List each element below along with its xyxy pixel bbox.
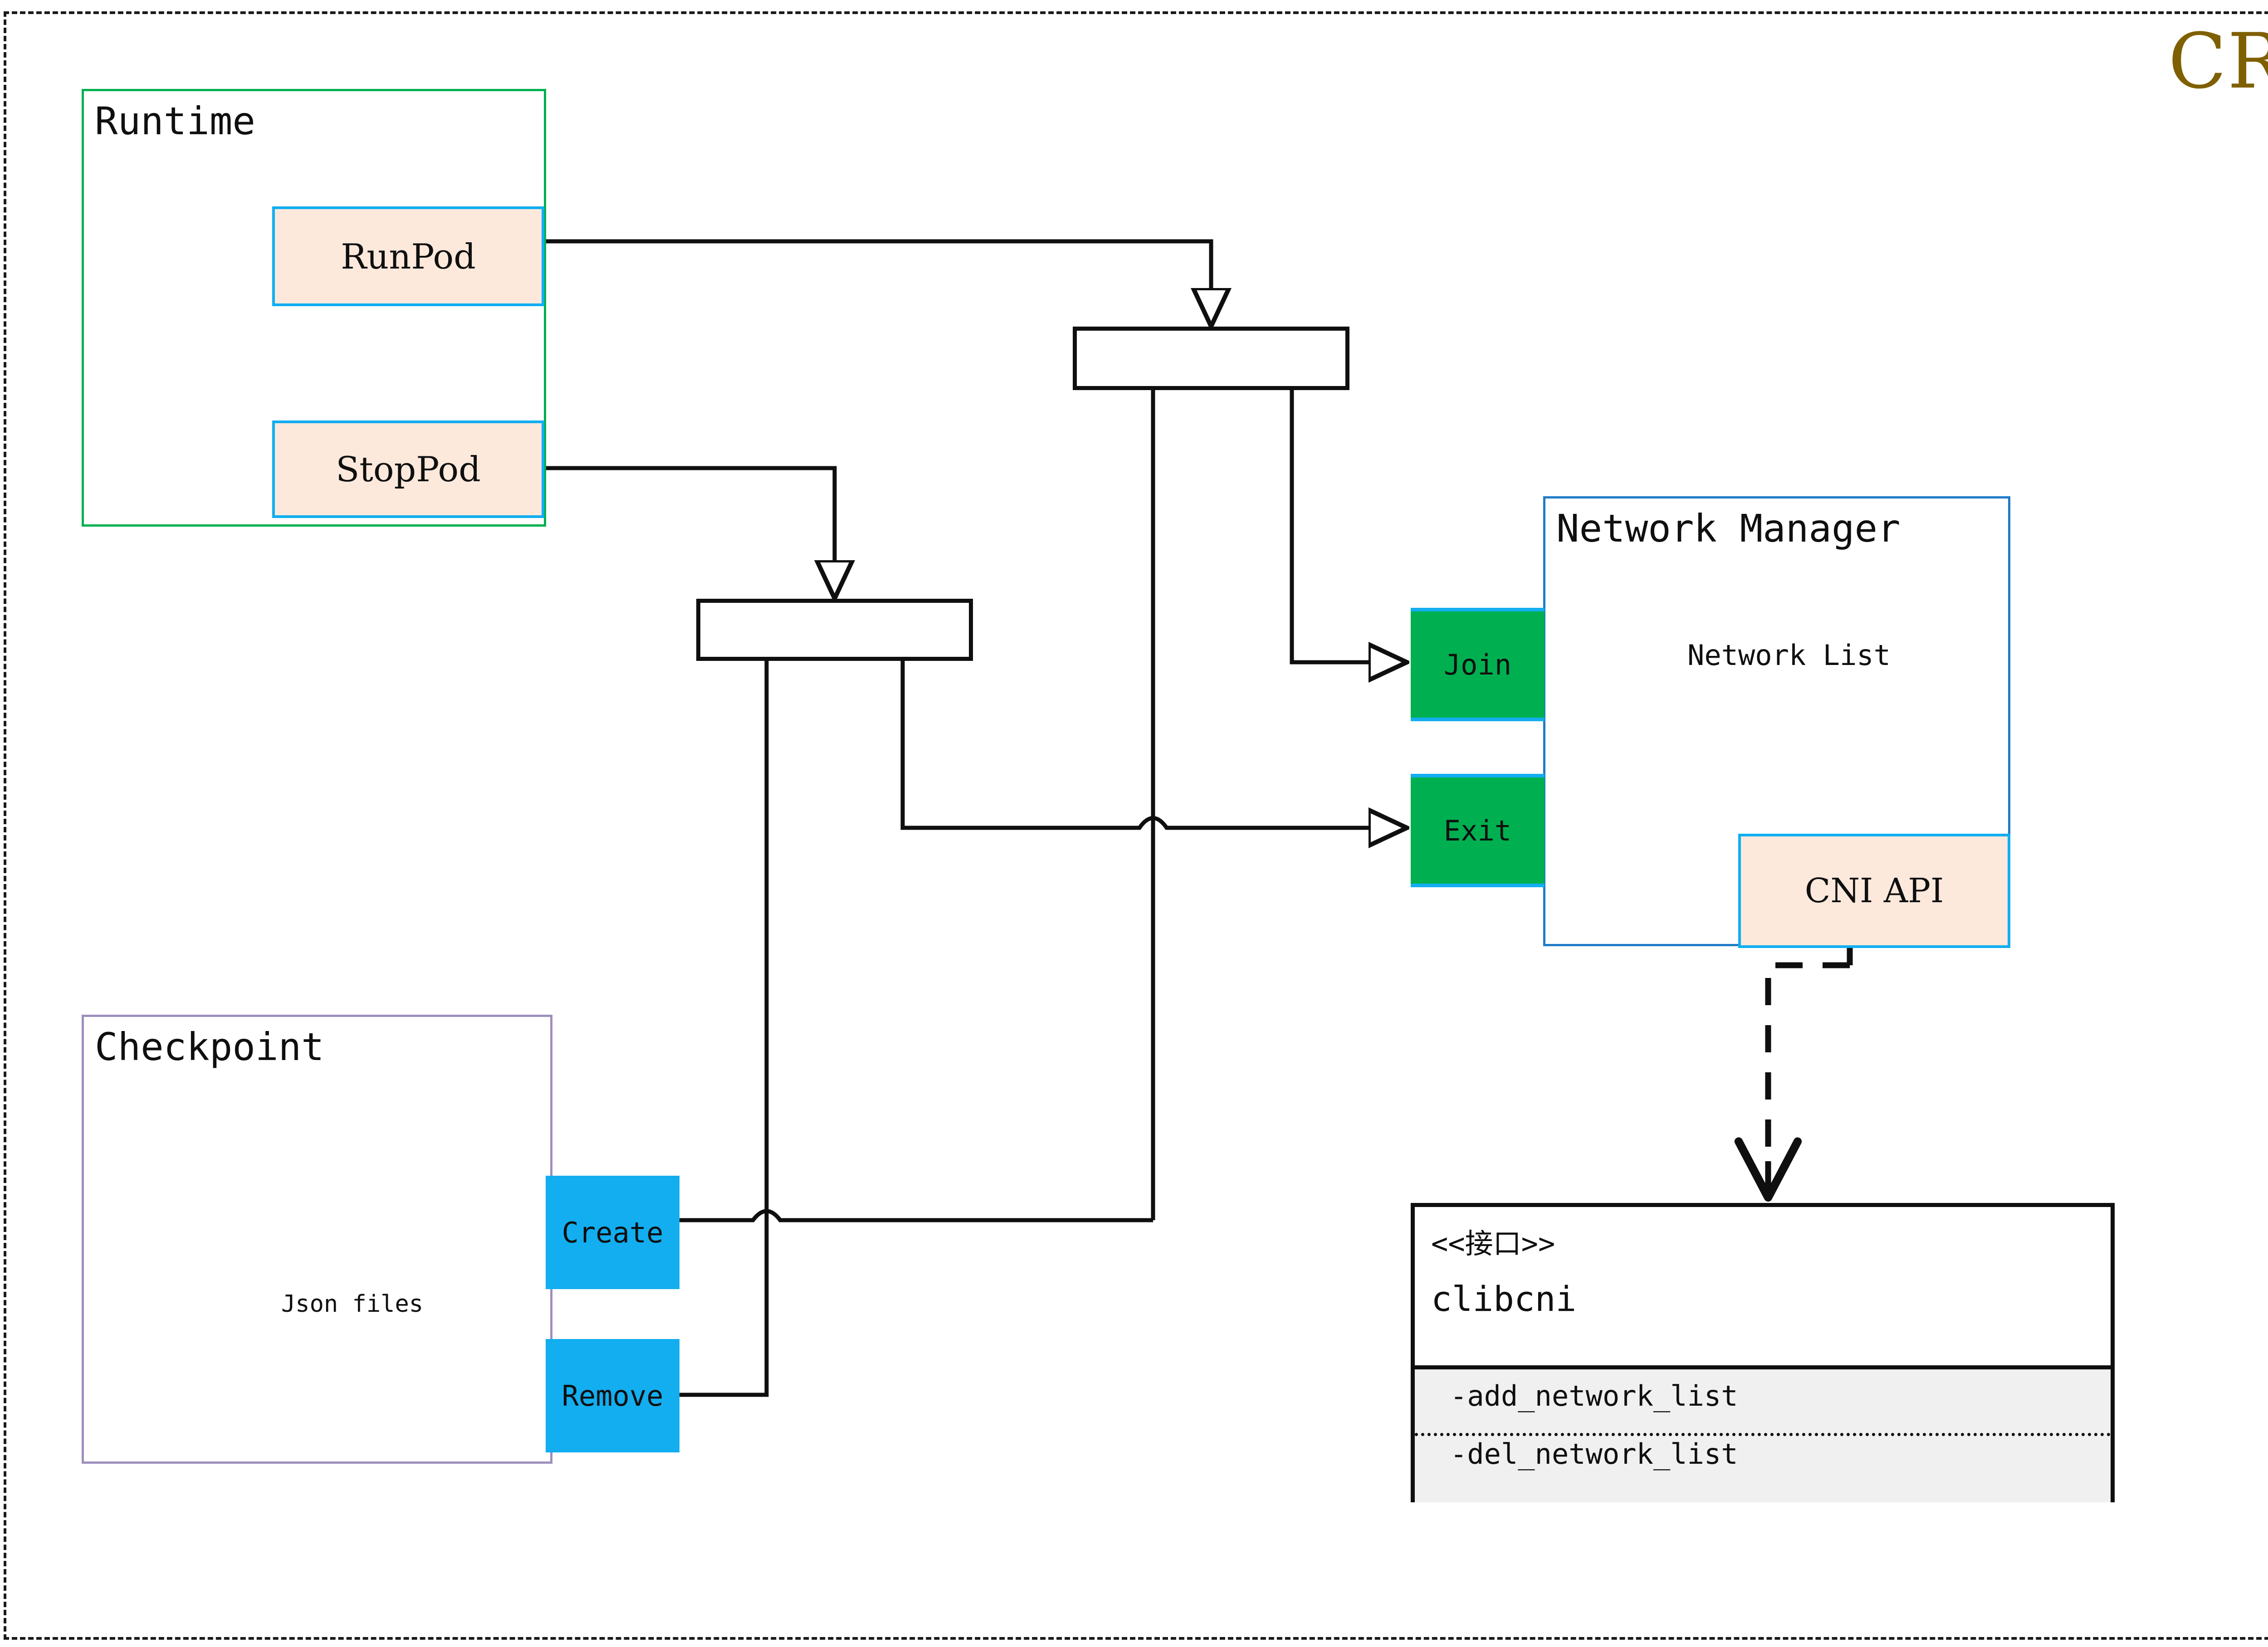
json-files-label: Json files: [281, 1290, 424, 1318]
uml-stereotype: <<接口>>: [1431, 1227, 1555, 1260]
wire-stoppod-to-fork: [544, 466, 837, 562]
runtime-op-runpod[interactable]: RunPod: [272, 206, 544, 306]
wire-fork-top-right: [1290, 390, 1379, 665]
uml-interface-name: clibcni: [1431, 1279, 1577, 1319]
network-op-join[interactable]: Join: [1411, 608, 1545, 721]
fork-bar-runpod: [1073, 327, 1349, 390]
checkpoint-op-remove[interactable]: Remove: [546, 1339, 679, 1452]
diagram-outer-frame: [4, 11, 2268, 1640]
group-runtime-label: Runtime: [95, 99, 256, 143]
uml-interface-clibcni: <<接口>> clibcni -add_network_list -del_ne…: [1411, 1203, 2115, 1502]
uml-operation-del-network-list: -del_network_list: [1450, 1437, 1738, 1471]
uml-operations-compartment: -add_network_list -del_network_list: [1415, 1369, 2111, 1502]
group-checkpoint: Checkpoint: [82, 1015, 552, 1464]
uml-operation-separator: [1415, 1433, 2111, 1436]
checkpoint-op-create[interactable]: Create: [546, 1176, 679, 1289]
uml-operation-add-network-list: -add_network_list: [1450, 1379, 1738, 1412]
page-title: CRI: [2168, 17, 2268, 106]
wire-cniapi-to-clibcni-dashed: [1765, 962, 1850, 1161]
wire-fork-low-right: [900, 661, 1379, 830]
cni-api-box[interactable]: CNI API: [1738, 834, 2010, 948]
wire-runpod-to-fork: [544, 239, 1213, 290]
uml-header: <<接口>> clibcni: [1415, 1207, 2111, 1369]
fork-bar-stoppod: [696, 599, 973, 661]
runtime-op-stoppod[interactable]: StopPod: [272, 420, 544, 518]
group-checkpoint-label: Checkpoint: [95, 1025, 324, 1069]
wire-to-create: [599, 1209, 1153, 1222]
network-list-label: Network List: [1687, 639, 1891, 672]
network-op-exit[interactable]: Exit: [1411, 774, 1545, 887]
group-network-manager-label: Network Manager: [1556, 506, 1901, 551]
